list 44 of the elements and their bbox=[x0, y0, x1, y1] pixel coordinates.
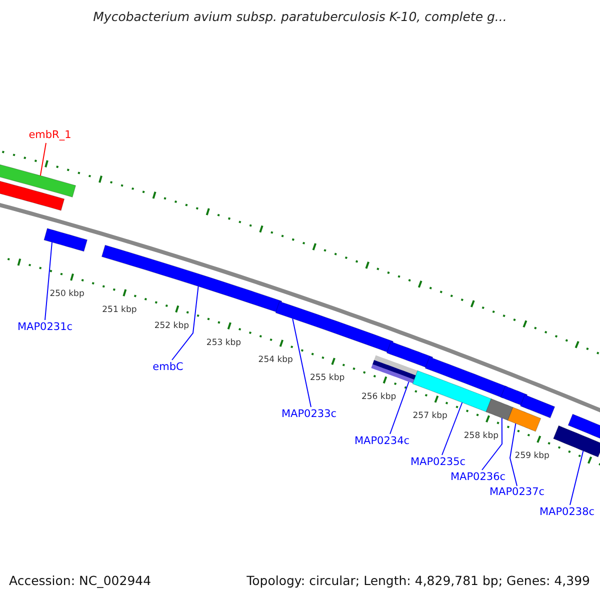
leader-line bbox=[442, 402, 463, 456]
position-label: 259 kbp bbox=[514, 450, 550, 461]
gene-label: MAP0236c bbox=[450, 471, 506, 484]
leader-line bbox=[570, 450, 584, 506]
leader-line bbox=[292, 318, 312, 408]
gene-label: MAP0237c bbox=[489, 486, 545, 499]
gene-bar bbox=[0, 180, 65, 211]
footer-text: Topology: circular; Length: 4,829,781 bp; Genes: 4,399 bbox=[246, 573, 590, 588]
gene-label: MAP0234c bbox=[354, 435, 410, 448]
position-label: 253 kbp bbox=[206, 338, 242, 348]
gene-bar bbox=[275, 301, 394, 354]
gene-bar bbox=[507, 406, 542, 432]
gene-label: MAP0238c bbox=[539, 506, 595, 519]
position-label: 257 kbp bbox=[412, 410, 448, 421]
gene-bar bbox=[520, 394, 556, 418]
gene-label: MAP0235c bbox=[410, 456, 466, 469]
gene-label: MAP0233c bbox=[281, 408, 337, 421]
gene-bar bbox=[486, 398, 514, 421]
leader-line bbox=[40, 142, 46, 176]
position-label: 254 kbp bbox=[258, 355, 293, 366]
position-label: 255 kbp bbox=[310, 373, 345, 384]
gene-bar bbox=[424, 356, 508, 398]
gene-bar bbox=[101, 244, 282, 313]
gene-bar bbox=[0, 164, 76, 198]
gene-label: embR_1 bbox=[28, 129, 72, 142]
leader-line bbox=[509, 423, 518, 486]
gene-label: MAP0231c bbox=[17, 321, 73, 334]
map-title: Mycobacterium avium subsp. paratuberculosis K-10, complete g... bbox=[92, 9, 508, 24]
gene-bar bbox=[386, 341, 434, 369]
position-label: 251 kbp bbox=[102, 304, 137, 315]
leader-line bbox=[172, 286, 199, 360]
position-label: 258 kbp bbox=[464, 430, 499, 441]
gene-bar bbox=[568, 414, 600, 441]
gene-bar bbox=[553, 425, 600, 458]
position-label: 250 kbp bbox=[50, 289, 84, 300]
position-label: 252 kbp bbox=[154, 321, 189, 332]
gene-bar bbox=[412, 370, 492, 413]
gene-label: embC bbox=[152, 361, 184, 374]
gene-bar bbox=[500, 386, 528, 406]
leader-line bbox=[44, 242, 52, 320]
footer-text: Accession: NC_002944 bbox=[9, 573, 152, 588]
leader-line bbox=[482, 418, 502, 470]
gene-bar bbox=[44, 228, 88, 252]
position-label: 256 kbp bbox=[361, 392, 396, 402]
